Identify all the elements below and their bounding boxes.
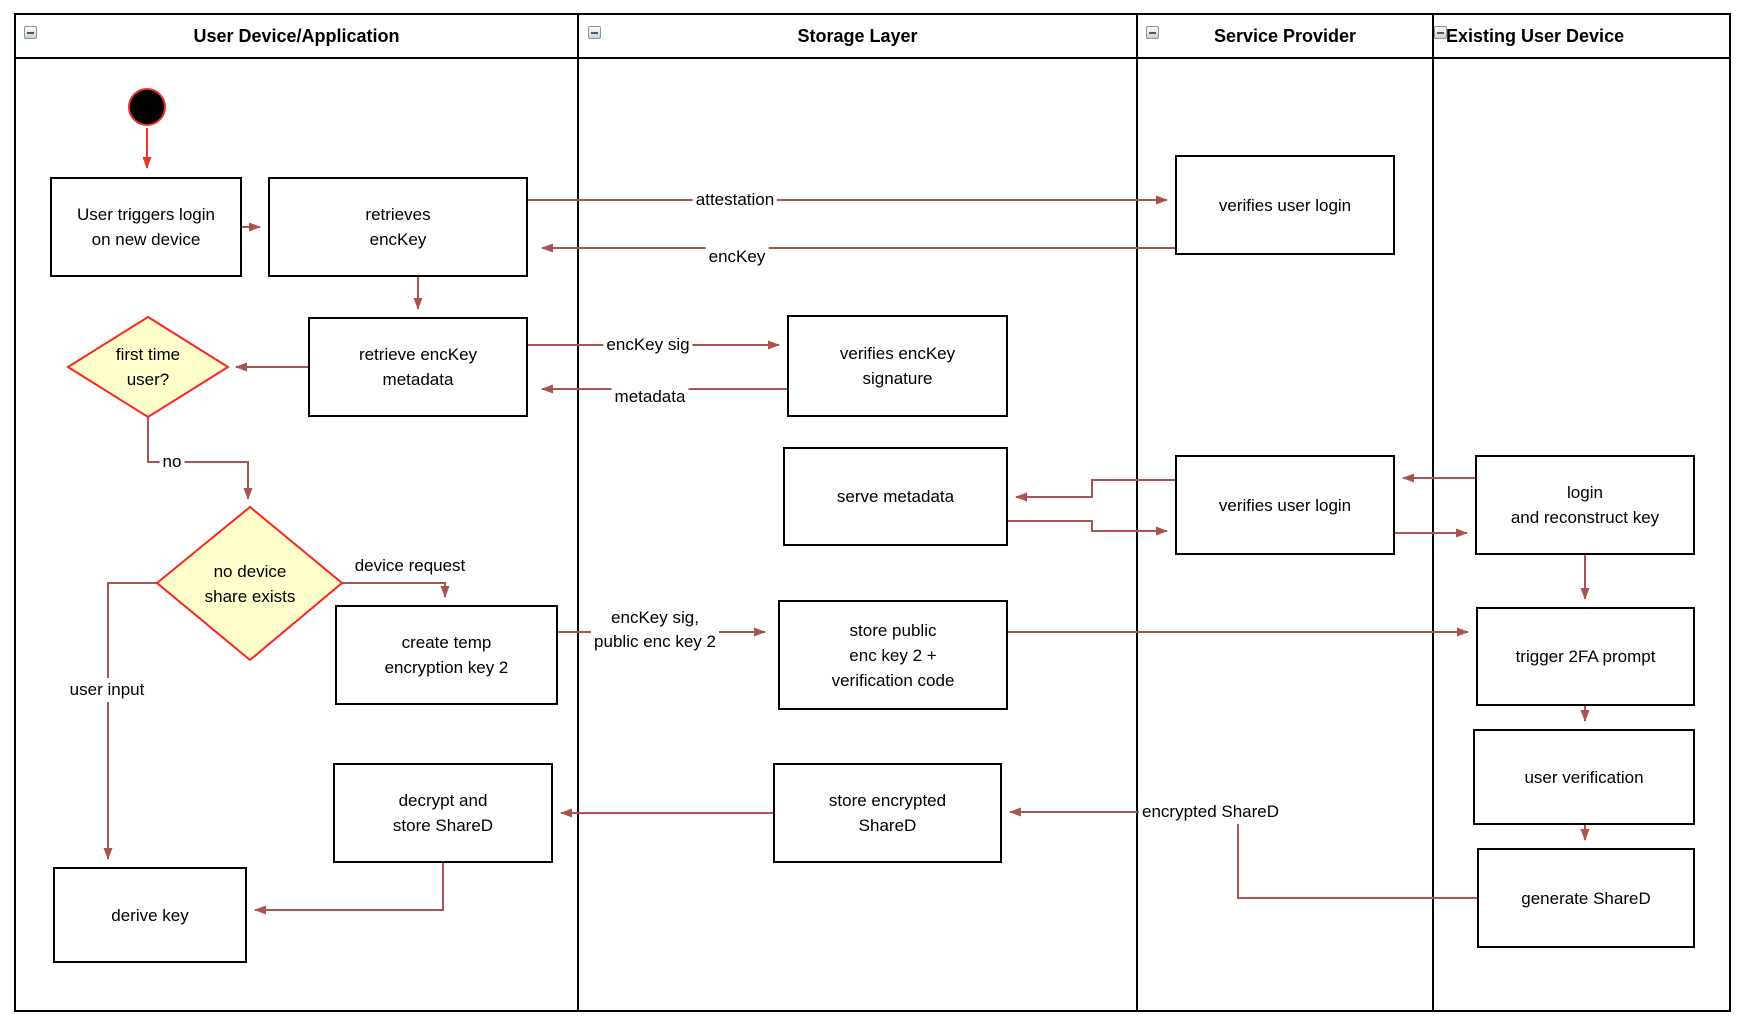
activity-node-verifies-user-login-top[interactable]: verifies user login bbox=[1175, 155, 1395, 255]
minus-glyph bbox=[591, 31, 598, 34]
swimlane-frame bbox=[14, 13, 1731, 1012]
activity-node-user-triggers-login[interactable]: User triggers login on new device bbox=[50, 177, 242, 277]
activity-node-decrypt-store-shared[interactable]: decrypt and store ShareD bbox=[333, 763, 553, 863]
edge-label-encrypted-shared: encrypted ShareD bbox=[1139, 800, 1283, 824]
minus-glyph bbox=[27, 31, 34, 34]
edge-serve-metadata-to-verifies-mid bbox=[1008, 520, 1168, 536]
edge-label-enckey: encKey bbox=[705, 245, 769, 269]
activity-node-trigger-2fa-prompt[interactable]: trigger 2FA prompt bbox=[1476, 607, 1695, 706]
edge-decrypt-to-derive bbox=[254, 863, 444, 915]
edge-label-no: no bbox=[159, 450, 185, 474]
edge-label-user-input: user input bbox=[66, 678, 148, 702]
edge-encrypted-shared bbox=[1009, 807, 1477, 899]
activity-node-retrieve-enckey-metadata[interactable]: retrieve encKey metadata bbox=[308, 317, 528, 417]
activity-node-create-temp-key[interactable]: create temp encryption key 2 bbox=[335, 605, 558, 705]
edge-device-request bbox=[342, 582, 450, 598]
edge-label-metadata: metadata bbox=[611, 385, 689, 409]
decision-first-time-user[interactable] bbox=[66, 315, 230, 419]
minus-glyph bbox=[1437, 31, 1444, 34]
edge-label-enckey-sig-public: encKey sig, public enc key 2 bbox=[591, 606, 719, 654]
swimlane-header-existing-user-device[interactable]: Existing User Device bbox=[1446, 14, 1730, 58]
edge-label-attestation: attestation bbox=[692, 188, 778, 212]
activity-node-verifies-user-login-mid[interactable]: verifies user login bbox=[1175, 455, 1395, 555]
edge-first-time-no bbox=[147, 417, 253, 500]
edge-label-enckey-sig: encKey sig bbox=[603, 333, 693, 357]
start-node[interactable] bbox=[128, 88, 166, 126]
lane-title: Service Provider bbox=[1213, 25, 1357, 46]
collapse-minus-icon[interactable] bbox=[1146, 26, 1159, 39]
activity-node-login-reconstruct-key[interactable]: login and reconstruct key bbox=[1475, 455, 1695, 555]
activity-node-store-public-enc-key[interactable]: store public enc key 2 + verification co… bbox=[778, 600, 1008, 710]
decision-label-no-device-share: no device share exists bbox=[204, 562, 296, 606]
activity-node-store-encrypted-shared[interactable]: store encrypted ShareD bbox=[773, 763, 1002, 863]
lane-title: Storage Layer bbox=[797, 25, 918, 46]
edge-label-device-request: device request bbox=[351, 554, 469, 578]
edge-verifies-mid-to-serve-metadata bbox=[1015, 479, 1175, 502]
lane-title: User Device/Application bbox=[193, 25, 400, 46]
collapse-minus-icon[interactable] bbox=[1434, 26, 1447, 39]
edge-user-input bbox=[103, 582, 157, 860]
collapse-minus-icon[interactable] bbox=[24, 26, 37, 39]
decision-no-device-share[interactable] bbox=[155, 505, 344, 662]
activity-node-derive-key[interactable]: derive key bbox=[53, 867, 247, 963]
activity-node-user-verification[interactable]: user verification bbox=[1473, 729, 1695, 825]
collapse-minus-icon[interactable] bbox=[588, 26, 601, 39]
activity-node-generate-shared[interactable]: generate ShareD bbox=[1477, 848, 1695, 948]
swimlane-header-service-provider[interactable]: Service Provider bbox=[1137, 14, 1433, 58]
activity-node-retrieves-enckey[interactable]: retrieves encKey bbox=[268, 177, 528, 277]
decision-label-first-time-user: first time user? bbox=[115, 345, 181, 389]
lane-title: Existing User Device bbox=[1446, 25, 1625, 46]
activity-node-verifies-enckey-signature[interactable]: verifies encKey signature bbox=[787, 315, 1008, 417]
swimlane-header-user-device[interactable]: User Device/Application bbox=[15, 14, 578, 58]
minus-glyph bbox=[1149, 31, 1156, 34]
swimlane-header-storage-layer[interactable]: Storage Layer bbox=[578, 14, 1137, 58]
activity-node-serve-metadata[interactable]: serve metadata bbox=[783, 447, 1008, 546]
